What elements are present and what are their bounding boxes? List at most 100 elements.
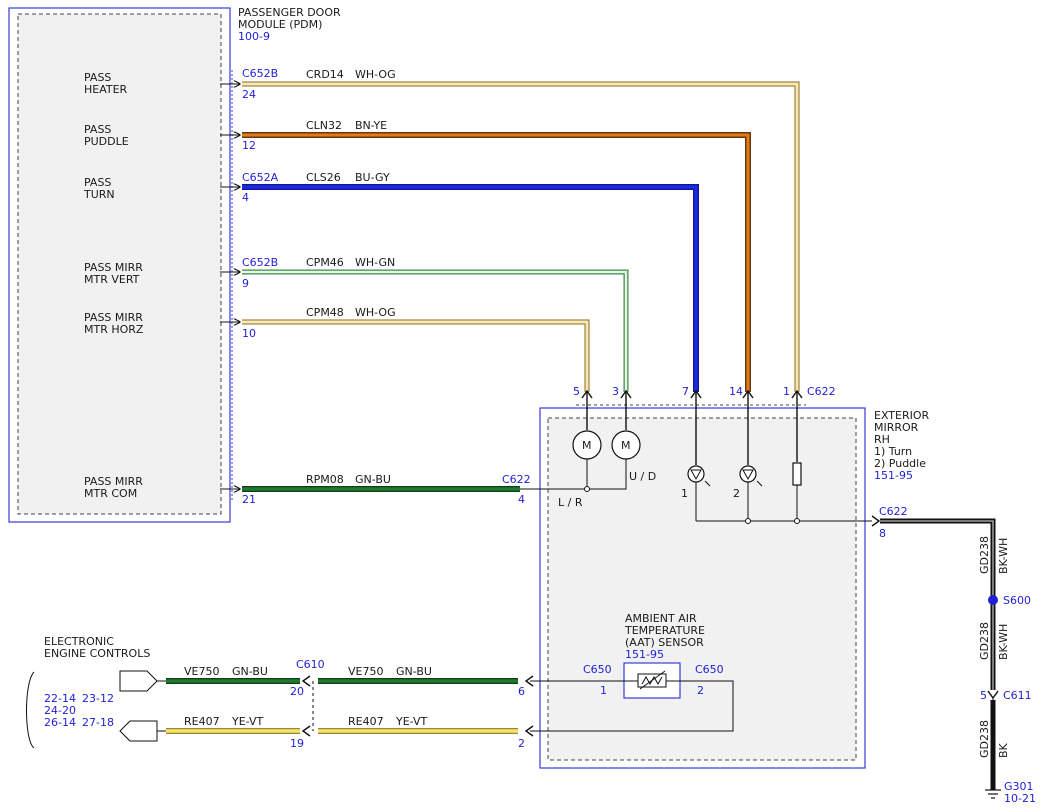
lamp-turn-icon — [687, 465, 711, 521]
lr-label: L / R — [558, 496, 583, 509]
mirror-note-2: 2) Puddle — [874, 457, 926, 470]
mirror-ref[interactable]: 151-95 — [874, 469, 913, 482]
splice-label: S600 — [1003, 594, 1031, 607]
ve750-circuit-right: VE750 — [348, 665, 383, 678]
ve750-mirror-pin: 6 — [518, 685, 525, 698]
motor-lr — [572, 430, 602, 489]
pdm-ref[interactable]: 100-9 — [238, 30, 270, 43]
color-cls26: BU-GY — [355, 171, 390, 184]
eec-ref-1[interactable]: 22-14 — [44, 692, 76, 705]
conn-vert[interactable]: C652B — [242, 256, 278, 269]
wire-gd238[interactable] — [880, 518, 1001, 799]
circuit-cpm46: CPM46 — [306, 256, 344, 269]
color-cln32: BN-YE — [355, 119, 387, 132]
pdm-title-1: PASSENGER DOOR — [238, 6, 341, 19]
wire-cpm46[interactable] — [220, 272, 629, 392]
pin-label-horz-1: PASS MIRR — [84, 311, 143, 324]
pin-label-vert-2: MTR VERT — [84, 273, 140, 286]
aat-conn-right[interactable]: C650 — [695, 663, 724, 676]
mirror-pin-5: 5 — [573, 385, 580, 398]
gd238-color-2: BK-WH — [997, 624, 1010, 660]
heater-element-icon — [792, 462, 802, 521]
mirror-title-2: MIRROR — [874, 421, 919, 434]
circuit-cln32: CLN32 — [306, 119, 342, 132]
eec-title-1: ELECTRONIC — [44, 635, 114, 648]
gd238-color-3: BK — [997, 742, 1010, 758]
eec-ref-3[interactable]: 24-20 — [44, 704, 76, 717]
eec-ref-2[interactable]: 23-12 — [82, 692, 114, 705]
eec-connector-bottom-icon — [119, 720, 158, 742]
mirror-title-1: EXTERIOR — [874, 409, 930, 422]
aat-line-3: (AAT) SENSOR — [625, 636, 704, 649]
pin-label-heater-2: HEATER — [84, 83, 128, 96]
mirror-module — [539, 404, 866, 769]
circuit-crd14: CRD14 — [306, 68, 344, 81]
mirror-ground-bus — [696, 515, 881, 527]
splice-s600[interactable] — [988, 595, 998, 605]
pin-puddle: 12 — [242, 139, 256, 152]
mirror-conn-c622-left[interactable]: C622 — [502, 473, 531, 486]
pin-turn: 4 — [242, 191, 249, 204]
eec-ref-5[interactable]: 27-18 — [82, 716, 114, 729]
re407-color-left: YE-VT — [231, 715, 264, 728]
pdm-module — [8, 7, 233, 523]
pin-label-turn-1: PASS — [84, 176, 111, 189]
ve750-circuit-left: VE750 — [184, 665, 219, 678]
wire-crd14[interactable] — [220, 84, 800, 392]
motor-ud — [528, 430, 641, 492]
aat-ref[interactable]: 151-95 — [625, 648, 664, 661]
eec-connector-top-icon — [119, 670, 158, 692]
motor-lr-symbol: M — [582, 439, 592, 452]
aat-conn-left[interactable]: C650 — [583, 663, 612, 676]
mirror-pin-1: 1 — [783, 385, 790, 398]
gd238-color-1: BK-WH — [997, 538, 1010, 574]
conn-heater[interactable]: C652B — [242, 67, 278, 80]
pin-label-turn-2: TURN — [83, 188, 115, 201]
pin-label-heater-1: PASS — [84, 71, 111, 84]
pin-label-com-2: MTR COM — [84, 487, 137, 500]
re407-pin: 19 — [290, 737, 304, 750]
wire-cpm48[interactable] — [220, 322, 590, 392]
lamp-turn-label: 1 — [681, 487, 688, 500]
aat-pin-right: 2 — [697, 684, 704, 697]
aat-sensor-icon — [530, 662, 734, 732]
pin-label-vert-1: PASS MIRR — [84, 261, 143, 274]
ground-id[interactable]: G301 — [1004, 780, 1034, 793]
conn-turn[interactable]: C652A — [242, 171, 279, 184]
ve750-color-right: GN-BU — [396, 665, 432, 678]
wire-cln32[interactable] — [220, 135, 751, 392]
eec-ref-4[interactable]: 26-14 — [44, 716, 76, 729]
mirror-top-pins — [581, 389, 803, 465]
motor-ud-symbol: M — [621, 439, 631, 452]
color-cpm48: WH-OG — [355, 306, 396, 319]
gd238-circuit-3: GD238 — [978, 720, 991, 758]
pin-label-puddle-2: PUDDLE — [84, 135, 129, 148]
ground-ref[interactable]: 10-21 — [1004, 792, 1036, 805]
mirror-conn-c622-top[interactable]: C622 — [807, 385, 836, 398]
wire-cls26[interactable] — [220, 187, 699, 392]
re407-circuit-right: RE407 — [348, 715, 384, 728]
circuit-rpm08: RPM08 — [306, 473, 344, 486]
pin-label-puddle-1: PASS — [84, 123, 111, 136]
pin-horz: 10 — [242, 327, 256, 340]
pin-label-horz-2: MTR HORZ — [84, 323, 144, 336]
mirror-pin-3: 3 — [612, 385, 619, 398]
ve750-pin: 20 — [290, 685, 304, 698]
c611-label[interactable]: C611 — [1003, 689, 1032, 702]
wire-ve750[interactable] — [157, 675, 534, 687]
re407-mirror-pin: 2 — [518, 737, 525, 750]
aat-line-1: AMBIENT AIR — [625, 612, 697, 625]
gd238-circuit-1: GD238 — [978, 536, 991, 574]
c610-label[interactable]: C610 — [296, 658, 325, 671]
re407-color-right: YE-VT — [395, 715, 428, 728]
eec-brace — [26, 671, 35, 749]
circuit-cpm48: CPM48 — [306, 306, 344, 319]
mirror-title-3: RH — [874, 433, 890, 446]
aat-pin-left: 1 — [600, 684, 607, 697]
wire-re407[interactable] — [157, 725, 534, 737]
mirror-note-1: 1) Turn — [874, 445, 912, 458]
ground-conn-c622[interactable]: C622 — [879, 505, 908, 518]
pin-com: 21 — [242, 493, 256, 506]
circuit-cls26: CLS26 — [306, 171, 341, 184]
